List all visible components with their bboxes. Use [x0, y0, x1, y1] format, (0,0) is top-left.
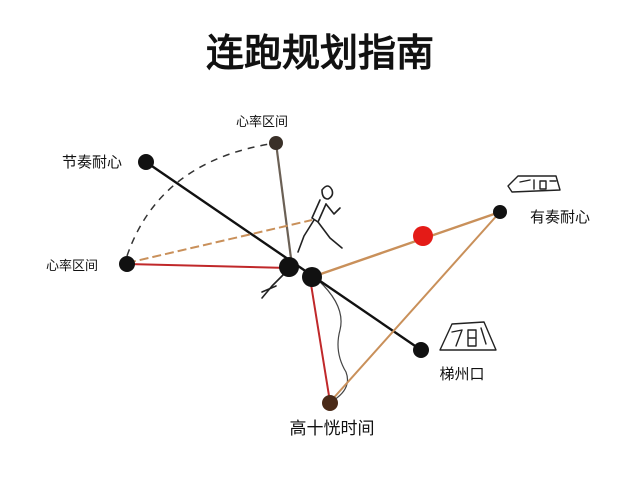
- line-top-to-hub: [274, 142, 294, 267]
- label-right: 有奏耐心: [530, 208, 590, 226]
- label-upper-left: 节奏耐心: [62, 153, 122, 171]
- node-top: [269, 136, 283, 150]
- node-accent: [413, 226, 433, 246]
- runner-icon: [261, 185, 343, 299]
- node-lower-right: [413, 342, 429, 358]
- node-upper-left: [138, 154, 154, 170]
- dashed-arc: [126, 142, 277, 257]
- node-hub-a: [279, 257, 299, 277]
- line-upper-left-to-lower-right: [145, 161, 422, 351]
- node-hub-b: [302, 267, 322, 287]
- winding-trail: [317, 279, 349, 401]
- node-right: [493, 205, 507, 219]
- line-left-to-runner: [126, 219, 313, 264]
- label-left: 心率区间: [46, 258, 98, 274]
- label-top: 心率区间: [236, 114, 288, 130]
- page-title: 连跑规划指南: [206, 31, 434, 75]
- label-lower-right: 梯州口: [439, 365, 484, 383]
- label-bottom: 高十恍时间: [290, 419, 375, 439]
- node-left: [119, 256, 135, 272]
- line-hub-to-bottom: [309, 277, 331, 403]
- line-hub-to-right: [311, 210, 501, 279]
- line-bottom-to-right: [329, 211, 501, 403]
- node-bottom: [322, 395, 338, 411]
- mountain-sign-icon: [439, 321, 497, 351]
- line-left-to-hub: [126, 263, 290, 269]
- rock-sign-icon: [507, 175, 561, 193]
